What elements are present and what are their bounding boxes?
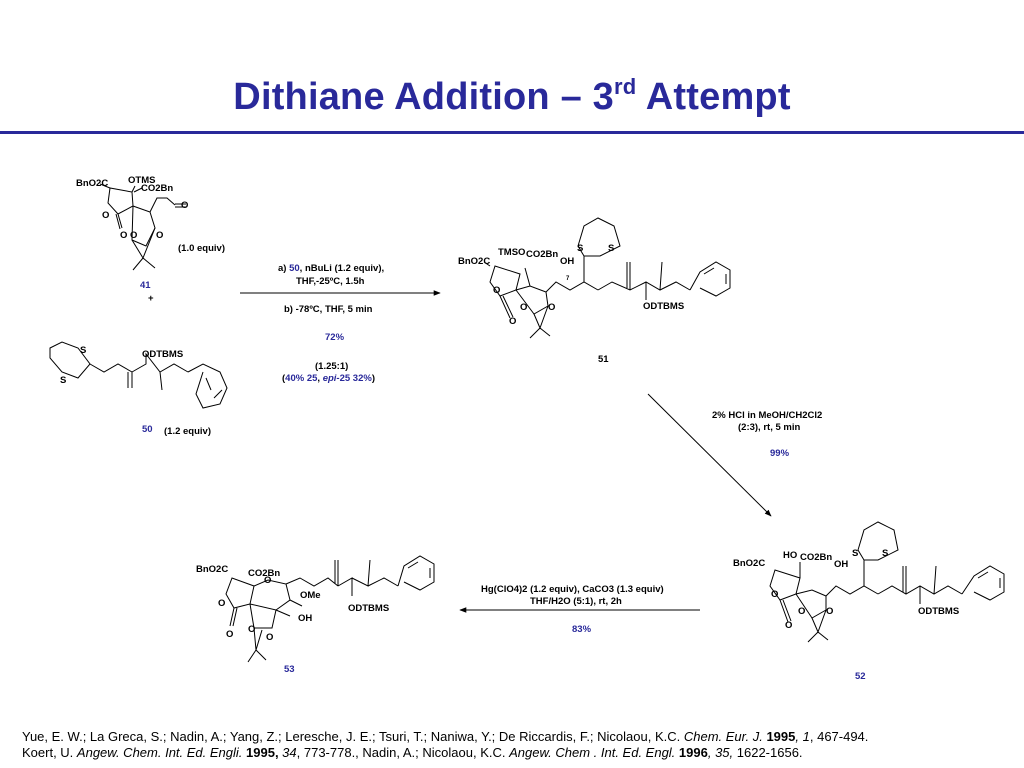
c53-label-co2bn: CO2Bn: [248, 568, 280, 579]
c41-label-o-acetal2: O: [156, 230, 163, 241]
c52-label-oh: OH: [834, 559, 848, 570]
c52-label-o-carbonyl: O: [785, 620, 792, 631]
c41-label-o-carbonyl: O: [120, 230, 127, 241]
c52-label-o-acetal2: O: [826, 606, 833, 617]
step1-ratio: (1.25:1): [315, 361, 348, 372]
c52-label-co2bn: CO2Bn: [800, 552, 832, 563]
c53-number: 53: [284, 664, 295, 675]
c52-number: 52: [855, 671, 866, 682]
c53-label-bno2c: BnO2C: [196, 564, 228, 575]
step1-ratio-detail: (40% 25, epi-25 32%): [282, 373, 375, 384]
c50-label-s2: S: [60, 375, 66, 386]
plus-sign: +: [148, 293, 154, 304]
c53-label-o-acetal1: O: [248, 624, 255, 635]
step2-line2: (2:3), rt, 5 min: [738, 422, 800, 433]
step3: Hg(ClO4)2 (1.2 equiv), CaCO3 (1.3 equiv)…: [459, 584, 700, 635]
step2-arrow: [647, 393, 772, 517]
c53-label-o-pyran: O: [264, 575, 271, 586]
c41-label-otms: OTMS: [128, 175, 155, 186]
step2-yield: 99%: [770, 448, 790, 459]
c41-label-co2bn: CO2Bn: [141, 183, 173, 194]
c53-label-oh: OH: [298, 613, 312, 624]
step2-line1: 2% HCl in MeOH/CH2Cl2: [712, 410, 822, 421]
c51-label-o-acetal2: O: [548, 302, 555, 313]
c50-equiv: (1.2 equiv): [164, 426, 211, 437]
c50-label-odtbms: ODTBMS: [142, 349, 183, 360]
c51-label-c7: 7: [566, 276, 570, 282]
title-main: Dithiane Addition – 3: [233, 76, 614, 118]
compound-41: BnO2C OTMS CO2Bn O O O O O (1.0 equiv) 4…: [76, 175, 225, 304]
reference-1: Yue, E. W.; La Greca, S.; Nadin, A.; Yan…: [22, 729, 869, 744]
c41-equiv: (1.0 equiv): [178, 243, 225, 254]
c53-label-o-acetal2: O: [266, 632, 273, 643]
c51-label-s1: S: [577, 243, 583, 254]
c52-label-s2: S: [882, 548, 888, 559]
c51-label-s2: S: [608, 243, 614, 254]
step1-reagent-b: b) -78ºC, THF, 5 min: [284, 304, 373, 315]
c53-label-ome: OMe: [300, 590, 321, 601]
c52-label-o-acetal1: O: [798, 606, 805, 617]
title-superscript: rd: [614, 74, 637, 99]
compound-51: BnO2C TMSO CO2Bn OH 7 S S O O O O ODTBMS…: [458, 217, 731, 365]
c51-label-tmso: TMSO: [498, 247, 525, 258]
references: Yue, E. W.; La Greca, S.; Nadin, A.; Yan…: [22, 729, 868, 761]
step1: a) 50, nBuLi (1.2 equiv), THF,-25ºC, 1.5…: [240, 263, 441, 384]
c41-number: 41: [140, 280, 151, 291]
c51-label-o-acetal1: O: [520, 302, 527, 313]
c52-label-s1: S: [852, 548, 858, 559]
c41-label-o-acetal1: O: [130, 230, 137, 241]
c51-label-bno2c: BnO2C: [458, 256, 490, 267]
step1-reagent-a: a) 50, nBuLi (1.2 equiv),: [278, 263, 384, 274]
step1-yield: 72%: [325, 332, 345, 343]
c52-label-o-ring: O: [771, 589, 778, 600]
c53-label-odtbms: ODTBMS: [348, 603, 389, 614]
title-underline: [0, 131, 1024, 134]
c51-number: 51: [598, 354, 609, 365]
compound-52: BnO2C HO CO2Bn OH S S O O O O ODTBMS 52: [733, 521, 1005, 682]
c53-label-o-ring: O: [218, 598, 225, 609]
step1-reagent-a-line2: THF,-25ºC, 1.5h: [296, 276, 365, 287]
c52-label-ho: HO: [783, 550, 797, 561]
c41-label-o-aldehyde: O: [181, 200, 188, 211]
c50-number: 50: [142, 424, 153, 435]
reference-2: Koert, U. Angew. Chem. Int. Ed. Engli. 1…: [22, 745, 803, 760]
compound-53: BnO2C CO2Bn O OMe OH O O O O ODTBMS 53: [196, 555, 435, 675]
step3-yield: 83%: [572, 624, 592, 635]
compound-50: S S ODTBMS 50 (1.2 equiv): [49, 341, 228, 437]
c41-label-o-ring: O: [102, 210, 109, 221]
step3-line2: THF/H2O (5:1), rt, 2h: [530, 596, 622, 607]
c51-label-odtbms: ODTBMS: [643, 301, 684, 312]
c51-label-o-carbonyl: O: [509, 316, 516, 327]
c52-label-bno2c: BnO2C: [733, 558, 765, 569]
title-rest: Attempt: [636, 76, 791, 118]
c41-label-bno2c: BnO2C: [76, 178, 108, 189]
slide-title: Dithiane Addition – 3rd Attempt: [0, 74, 1024, 119]
c51-label-oh: OH: [560, 256, 574, 267]
step3-line1: Hg(ClO4)2 (1.2 equiv), CaCO3 (1.3 equiv): [481, 584, 664, 595]
c53-label-o-carbonyl: O: [226, 629, 233, 640]
c52-label-odtbms: ODTBMS: [918, 606, 959, 617]
c50-label-s1: S: [80, 345, 86, 356]
step2: 2% HCl in MeOH/CH2Cl2 (2:3), rt, 5 min 9…: [647, 393, 822, 517]
c51-label-co2bn: CO2Bn: [526, 249, 558, 260]
c51-label-o-ring: O: [493, 285, 500, 296]
